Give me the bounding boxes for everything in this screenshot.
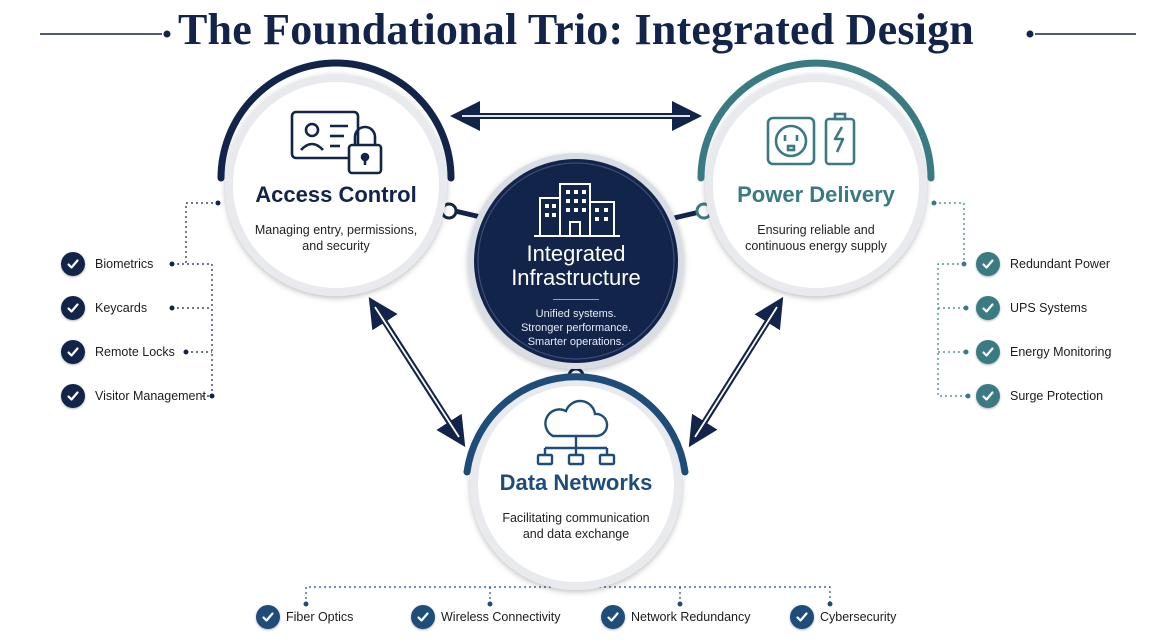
list-item-surge-protection: Surge Protection — [976, 383, 1103, 409]
check-icon — [61, 252, 85, 276]
center-text: Integrated Infrastructure Unified system… — [470, 242, 682, 349]
center-desc-line2: Stronger performance. — [520, 322, 632, 334]
list-item-label: Energy Monitoring — [1010, 345, 1112, 359]
list-item-label: Wireless Connectivity — [441, 610, 561, 624]
check-icon — [976, 296, 1000, 320]
power-delivery-text: Power Delivery Ensuring reliable and con… — [716, 182, 916, 254]
power-delivery-description: Ensuring reliable and continuous energy … — [716, 222, 916, 254]
check-icon — [61, 296, 85, 320]
outlet-battery-icon — [766, 112, 856, 166]
page-title: The Foundational Trio: Integrated Design — [178, 5, 974, 54]
check-icon — [976, 384, 1000, 408]
list-item-remote-locks: Remote Locks — [61, 339, 175, 365]
arrow-access-data — [368, 296, 466, 448]
center-desc-line3: Smarter operations. — [527, 336, 625, 348]
data-networks-node — [463, 373, 689, 590]
arrow-power-data — [688, 296, 784, 448]
check-icon — [601, 605, 625, 629]
check-icon — [61, 340, 85, 364]
list-item-label: Cybersecurity — [820, 610, 897, 624]
access-control-node — [217, 59, 455, 296]
data-networks-text: Data Networks Facilitating communication… — [476, 470, 676, 542]
access-control-desc-line1: Managing entry, permissions, — [254, 223, 418, 237]
check-icon — [256, 605, 280, 629]
check-icon — [61, 384, 85, 408]
list-item-label: Remote Locks — [95, 345, 175, 359]
left-connector-dots — [169, 200, 221, 399]
list-item-wireless-connectivity: Wireless Connectivity — [411, 604, 560, 630]
center-title: Integrated Infrastructure — [470, 242, 682, 290]
left-connectors — [172, 202, 218, 397]
list-item-label: Redundant Power — [1010, 257, 1111, 271]
list-item-keycards: Keycards — [61, 295, 147, 321]
check-icon — [976, 340, 1000, 364]
title-left-rule — [40, 30, 171, 38]
building-icon — [534, 183, 620, 237]
center-description: Unified systems. Stronger performance. S… — [470, 307, 682, 349]
list-item-redundant-power: Redundant Power — [976, 251, 1110, 277]
center-title-line1: Integrated — [526, 241, 626, 266]
check-icon — [411, 605, 435, 629]
center-desc-line1: Unified systems. — [535, 308, 617, 320]
list-item-network-redundancy: Network Redundancy — [601, 604, 751, 630]
power-delivery-desc-line1: Ensuring reliable and — [757, 223, 875, 237]
power-delivery-title: Power Delivery — [737, 182, 895, 207]
list-item-cybersecurity: Cybersecurity — [790, 604, 896, 630]
check-icon — [976, 252, 1000, 276]
list-item-label: Visitor Management — [95, 389, 206, 403]
power-delivery-desc-line2: continuous energy supply — [745, 239, 887, 253]
access-control-text: Access Control Managing entry, permissio… — [236, 182, 436, 254]
list-item-ups-systems: UPS Systems — [976, 295, 1087, 321]
access-control-title: Access Control — [255, 182, 417, 207]
center-node — [468, 153, 684, 369]
data-networks-title: Data Networks — [499, 470, 653, 495]
list-item-energy-monitoring: Energy Monitoring — [976, 339, 1111, 365]
list-item-label: Keycards — [95, 301, 148, 315]
check-icon — [790, 605, 814, 629]
list-item-label: Surge Protection — [1010, 389, 1104, 403]
list-item-label: Fiber Optics — [286, 610, 354, 624]
title-right-rule — [1026, 30, 1136, 38]
power-delivery-node — [697, 59, 935, 296]
right-connectors — [934, 202, 968, 397]
right-connector-dots — [931, 200, 971, 399]
list-item-visitor-management: Visitor Management — [61, 383, 206, 409]
id-card-lock-icon — [290, 110, 383, 175]
list-item-label: Network Redundancy — [631, 610, 751, 624]
list-item-label: UPS Systems — [1010, 301, 1088, 315]
list-item-fiber-optics: Fiber Optics — [256, 604, 353, 630]
access-control-description: Managing entry, permissions, and securit… — [236, 222, 436, 254]
center-title-line2: Infrastructure — [511, 265, 641, 290]
center-divider — [553, 299, 599, 300]
cloud-network-icon — [536, 399, 616, 466]
data-networks-desc-line1: Facilitating communication — [502, 511, 650, 525]
list-item-label: Biometrics — [95, 257, 154, 271]
data-networks-desc-line2: and data exchange — [522, 527, 630, 541]
data-networks-description: Facilitating communication and data exch… — [476, 510, 676, 542]
access-control-desc-line2: and security — [302, 239, 370, 253]
list-item-biometrics: Biometrics — [61, 251, 153, 277]
